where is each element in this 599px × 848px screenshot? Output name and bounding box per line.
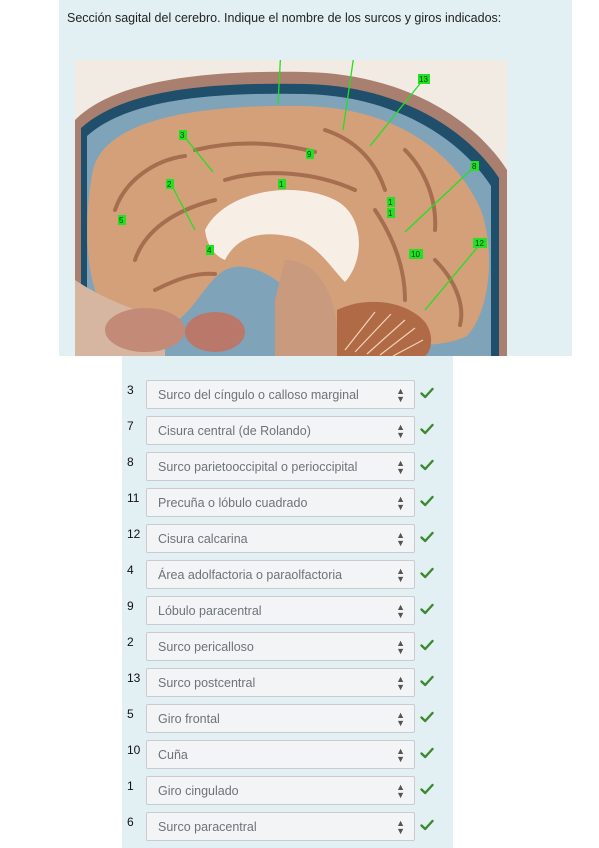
answer-select[interactable]: Surco del cíngulo o calloso marginal ▲▼	[146, 380, 415, 409]
marker-label: 10	[411, 250, 420, 259]
answer-row: 3 Surco del cíngulo o calloso marginal ▲…	[122, 378, 453, 410]
answers-panel: 3 Surco del cíngulo o calloso marginal ▲…	[122, 356, 453, 848]
answer-select-value: Precuña o lóbulo cuadrado	[158, 496, 308, 510]
answer-select-value: Surco pericalloso	[158, 640, 254, 654]
figure-label-markers: 6 7 13 3 9 2 1 8 1 1 5	[118, 74, 487, 259]
marker-label: 1	[388, 209, 393, 218]
answer-select-value: Surco paracentral	[158, 820, 257, 834]
check-icon	[420, 819, 434, 831]
answer-number: 13	[127, 671, 141, 685]
answer-row: 7 Cisura central (de Rolando) ▲▼	[122, 414, 453, 446]
answer-row: 5 Giro frontal ▲▼	[122, 702, 453, 734]
question-prompt: Sección sagital del cerebro. Indique el …	[67, 11, 502, 25]
answer-select[interactable]: Área adolfactoria o paraolfactoria ▲▼	[146, 560, 415, 589]
answer-select-value: Surco postcentral	[158, 676, 256, 690]
answer-select-value: Cisura calcarina	[158, 532, 248, 546]
answer-select[interactable]: Cuña ▲▼	[146, 740, 415, 769]
select-arrows-icon: ▲▼	[396, 530, 405, 548]
answer-select-value: Giro frontal	[158, 712, 220, 726]
answer-row: 2 Surco pericalloso ▲▼	[122, 630, 453, 662]
select-arrows-icon: ▲▼	[396, 674, 405, 692]
answer-select-value: Surco parietooccipital o perioccipital	[158, 460, 358, 474]
answer-number: 5	[127, 707, 134, 721]
answer-select[interactable]: Surco parietooccipital o perioccipital ▲…	[146, 452, 415, 481]
check-icon	[420, 495, 434, 507]
answer-select[interactable]: Precuña o lóbulo cuadrado ▲▼	[146, 488, 415, 517]
check-icon	[420, 639, 434, 651]
marker-label: 3	[180, 131, 185, 140]
answer-select[interactable]: Giro cingulado ▲▼	[146, 776, 415, 805]
select-arrows-icon: ▲▼	[396, 638, 405, 656]
check-icon	[420, 747, 434, 759]
answer-number: 11	[127, 491, 140, 505]
answer-row: 13 Surco postcentral ▲▼	[122, 666, 453, 698]
answer-number: 2	[127, 635, 134, 649]
check-icon	[420, 711, 434, 723]
answer-select-value: Giro cingulado	[158, 784, 239, 798]
select-arrows-icon: ▲▼	[396, 458, 405, 476]
answer-select-value: Cuña	[158, 748, 188, 762]
check-icon	[420, 531, 434, 543]
brain-sagittal-figure: 6 7 13 3 9 2 1 8 1 1 5	[75, 60, 507, 356]
answer-select[interactable]: Cisura calcarina ▲▼	[146, 524, 415, 553]
marker-label: 4	[207, 246, 212, 255]
marker-label: 9	[307, 150, 312, 159]
answer-row: 6 Surco paracentral ▲▼	[122, 810, 453, 842]
marker-label: 12	[475, 239, 484, 248]
answer-number: 4	[127, 563, 134, 577]
check-icon	[420, 675, 434, 687]
marker-label: 8	[472, 162, 477, 171]
marker-label: 5	[119, 216, 124, 225]
select-arrows-icon: ▲▼	[396, 494, 405, 512]
answer-select-value: Surco del cíngulo o calloso marginal	[158, 388, 359, 402]
answer-select[interactable]: Surco paracentral ▲▼	[146, 812, 415, 841]
answer-row: 12 Cisura calcarina ▲▼	[122, 522, 453, 554]
answer-select[interactable]: Cisura central (de Rolando) ▲▼	[146, 416, 415, 445]
marker-label: 13	[419, 75, 428, 84]
answer-number: 12	[127, 527, 141, 541]
answer-number: 7	[127, 419, 134, 433]
check-icon	[420, 423, 434, 435]
select-arrows-icon: ▲▼	[396, 386, 405, 404]
answer-select[interactable]: Lóbulo paracentral ▲▼	[146, 596, 415, 625]
answer-number: 9	[127, 599, 134, 613]
marker-label: 1	[279, 180, 284, 189]
answer-select[interactable]: Giro frontal ▲▼	[146, 704, 415, 733]
select-arrows-icon: ▲▼	[396, 566, 405, 584]
question-box: Sección sagital del cerebro. Indique el …	[59, 0, 572, 356]
answer-number: 3	[127, 383, 134, 397]
answer-select-value: Área adolfactoria o paraolfactoria	[158, 568, 343, 582]
answer-number: 10	[127, 743, 141, 757]
answer-row: 1 Giro cingulado ▲▼	[122, 774, 453, 806]
answer-select[interactable]: Surco postcentral ▲▼	[146, 668, 415, 697]
answer-select-value: Cisura central (de Rolando)	[158, 424, 311, 438]
answer-row: 9 Lóbulo paracentral ▲▼	[122, 594, 453, 626]
select-arrows-icon: ▲▼	[396, 710, 405, 728]
answer-number: 6	[127, 815, 134, 829]
marker-label: 2	[167, 180, 172, 189]
select-arrows-icon: ▲▼	[396, 422, 405, 440]
check-icon	[420, 567, 434, 579]
answer-select[interactable]: Surco pericalloso ▲▼	[146, 632, 415, 661]
answer-row: 10 Cuña ▲▼	[122, 738, 453, 770]
check-icon	[420, 459, 434, 471]
marker-label: 1	[388, 198, 393, 207]
answer-row: 11 Precuña o lóbulo cuadrado ▲▼	[122, 486, 453, 518]
select-arrows-icon: ▲▼	[396, 746, 405, 764]
answer-row: 8 Surco parietooccipital o perioccipital…	[122, 450, 453, 482]
brain-illustration: 6 7 13 3 9 2 1 8 1 1 5	[75, 60, 507, 356]
check-icon	[420, 603, 434, 615]
answer-row: 4 Área adolfactoria o paraolfactoria ▲▼	[122, 558, 453, 590]
answer-number: 8	[127, 455, 134, 469]
check-icon	[420, 387, 434, 399]
check-icon	[420, 783, 434, 795]
answer-select-value: Lóbulo paracentral	[158, 604, 262, 618]
select-arrows-icon: ▲▼	[396, 818, 405, 836]
select-arrows-icon: ▲▼	[396, 782, 405, 800]
select-arrows-icon: ▲▼	[396, 602, 405, 620]
answer-number: 1	[127, 779, 134, 793]
